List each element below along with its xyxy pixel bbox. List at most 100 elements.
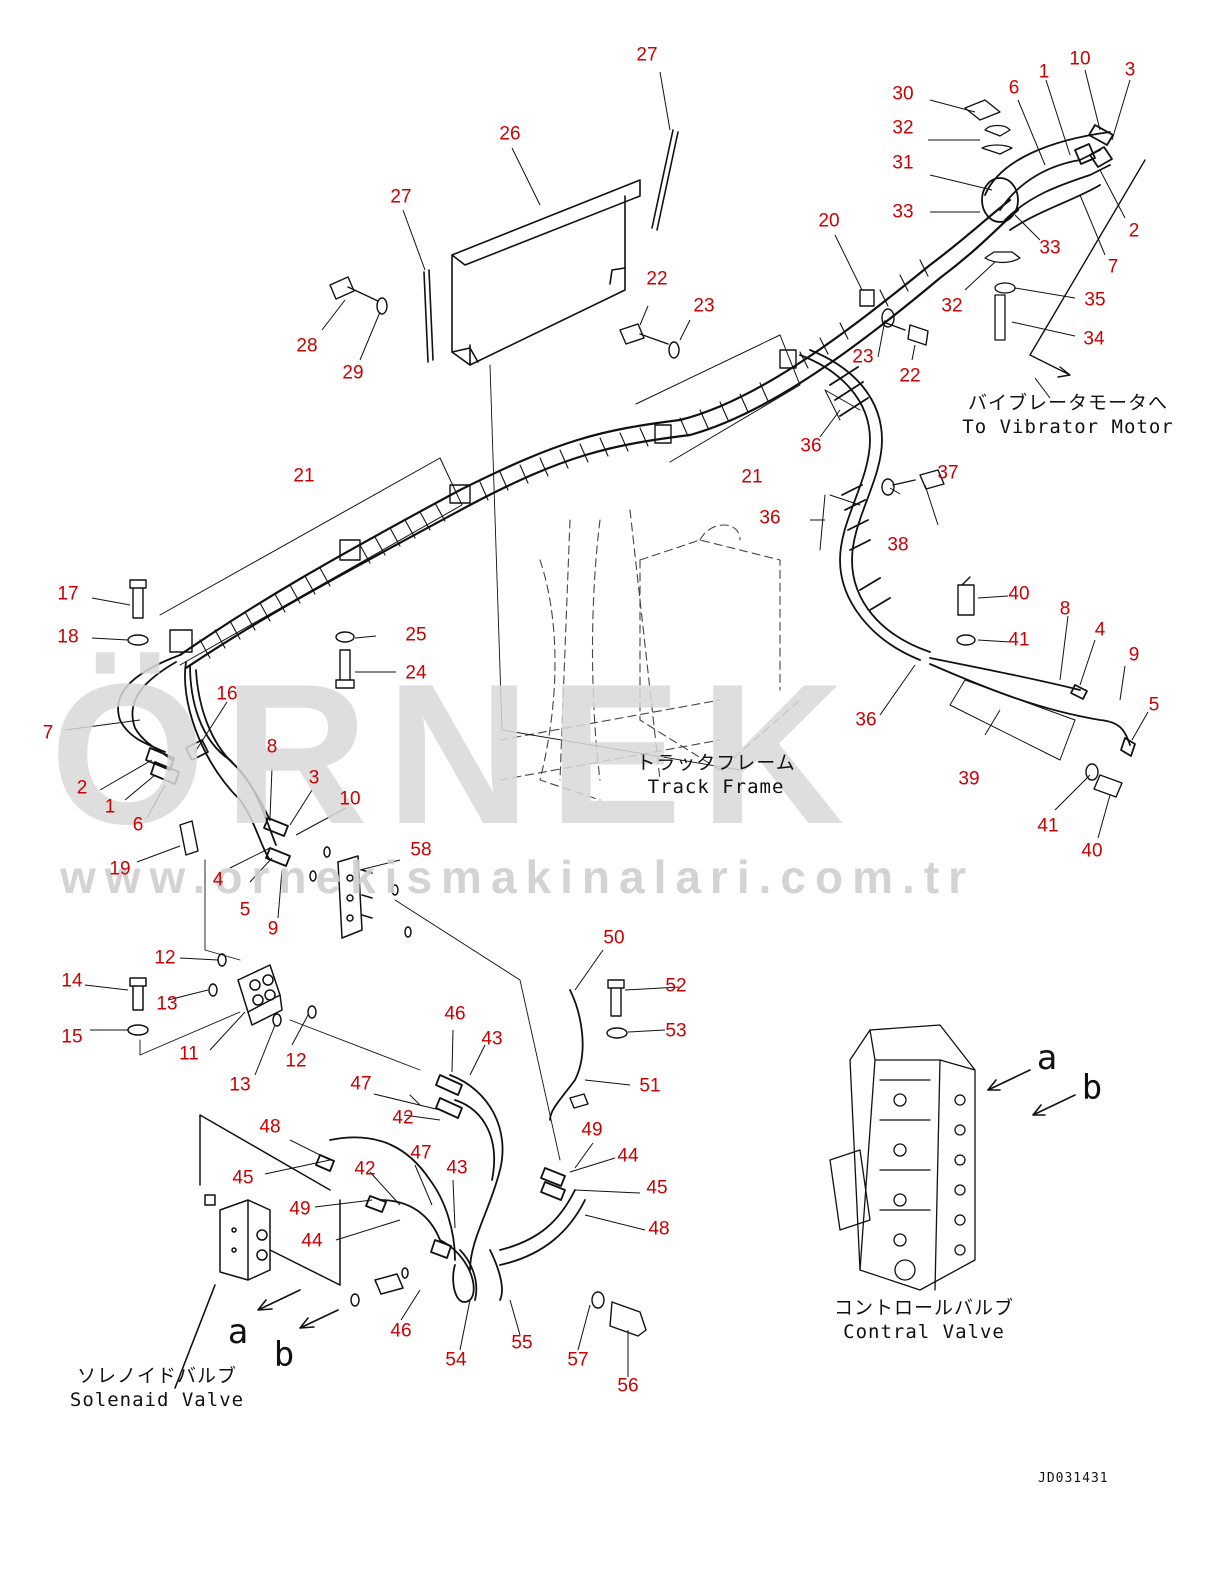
track-frame-outline xyxy=(499,509,801,801)
port-letter-a-left: a xyxy=(227,1312,249,1352)
label-leaders xyxy=(64,69,1149,1377)
part-label: 9 xyxy=(1128,644,1140,666)
part-label: 15 xyxy=(61,1026,83,1048)
part-label: 53 xyxy=(665,1020,687,1042)
left-hoses xyxy=(117,654,291,867)
fitting-block-58 xyxy=(309,846,412,939)
part-label: 14 xyxy=(61,970,83,992)
lower-bolts xyxy=(569,979,647,1337)
part-label: 48 xyxy=(648,1218,670,1240)
part-label: 40 xyxy=(1081,840,1103,862)
vibrator-arrow xyxy=(1029,159,1146,378)
part-label: 6 xyxy=(1008,77,1020,99)
part-label: 28 xyxy=(296,335,318,357)
part-label: 55 xyxy=(511,1332,533,1354)
part-label: 16 xyxy=(216,683,238,705)
part-label: 1 xyxy=(104,796,116,818)
part-label: 32 xyxy=(892,117,914,139)
hose-clamps xyxy=(169,289,875,653)
bolts-right xyxy=(881,469,1123,798)
control-valve-caption: コントロールバルブ Contral Valve xyxy=(834,1297,1014,1345)
part-label: 19 xyxy=(109,858,131,880)
right-branch-hose xyxy=(799,349,1136,757)
part-label: 2 xyxy=(1128,220,1140,242)
port-letter-a-right: a xyxy=(1036,1038,1058,1078)
part-label: 29 xyxy=(342,362,364,384)
control-valve xyxy=(829,1024,976,1291)
part-label: 18 xyxy=(57,626,79,648)
leader-box-36 xyxy=(819,389,861,551)
part-label: 10 xyxy=(339,788,361,810)
main-hose-spiral xyxy=(199,259,929,659)
track-caption-jp: トラックフレーム xyxy=(636,752,796,774)
part-label: 31 xyxy=(892,152,914,174)
part-label: 33 xyxy=(1039,237,1061,259)
part-label: 23 xyxy=(693,295,715,317)
part-label: 23 xyxy=(852,346,874,368)
part-label: 8 xyxy=(266,736,278,758)
part-label: 13 xyxy=(229,1074,251,1096)
part-label: 3 xyxy=(1124,59,1136,81)
bolts-upper xyxy=(329,276,929,359)
part-label: 54 xyxy=(445,1349,467,1371)
part-label: 24 xyxy=(405,662,427,684)
part-label: 41 xyxy=(1008,629,1030,651)
part-label: 49 xyxy=(289,1198,311,1220)
main-hose-bundle xyxy=(178,198,1020,670)
part-label: 1 xyxy=(1038,61,1050,83)
part-label: 10 xyxy=(1069,48,1091,70)
part-label: 52 xyxy=(665,975,687,997)
part-label: 36 xyxy=(855,709,877,731)
part-label: 45 xyxy=(232,1167,254,1189)
part-label: 38 xyxy=(887,534,909,556)
part-label: 39 xyxy=(958,768,980,790)
part-label: 12 xyxy=(154,947,176,969)
part-label: 9 xyxy=(267,918,279,940)
vibrator-caption-en: To Vibrator Motor xyxy=(962,415,1174,438)
part-label: 41 xyxy=(1037,815,1059,837)
part-label: 42 xyxy=(354,1158,376,1180)
part-label: 36 xyxy=(759,507,781,529)
part-label: 44 xyxy=(301,1230,323,1252)
part-label: 6 xyxy=(132,814,144,836)
solenoid-valve-caption: ソレノイドバルブ Solenaid Valve xyxy=(70,1365,244,1413)
part-label: 12 xyxy=(285,1050,307,1072)
part-label: 43 xyxy=(481,1028,503,1050)
port-arrows xyxy=(174,1069,1076,1389)
part-label: 34 xyxy=(1083,328,1105,350)
part-label: 5 xyxy=(1148,694,1160,716)
leader-box-21-right xyxy=(635,334,801,463)
watermark-url: www.ornekismakinalari.com.tr xyxy=(60,851,975,903)
part-label: 46 xyxy=(390,1320,412,1342)
part-label: 4 xyxy=(1094,619,1106,641)
part-label: 22 xyxy=(899,365,921,387)
part-label: 30 xyxy=(892,83,914,105)
control-caption-en: Contral Valve xyxy=(843,1320,1005,1343)
leader-box-21-left xyxy=(159,457,463,666)
part-label: 22 xyxy=(646,268,668,290)
part-label: 51 xyxy=(639,1075,661,1097)
part-label: 49 xyxy=(581,1119,603,1141)
part-label: 7 xyxy=(1107,256,1119,278)
clamp-parts-30-32 xyxy=(964,99,1021,341)
part-label: 35 xyxy=(1084,289,1106,311)
part-label: 57 xyxy=(567,1349,589,1371)
part-label: 21 xyxy=(741,466,763,488)
control-caption-jp: コントロールバルブ xyxy=(833,1297,1015,1319)
rod-27-left xyxy=(423,269,434,363)
part-label: 56 xyxy=(617,1375,639,1397)
track-frame-caption: トラックフレーム Track Frame xyxy=(636,752,795,800)
part-label: 32 xyxy=(941,295,963,317)
part-label: 21 xyxy=(293,465,315,487)
part-label: 58 xyxy=(410,839,432,861)
rod-27-right xyxy=(651,129,679,231)
part-label: 11 xyxy=(179,1043,199,1065)
solenoid-caption-jp: ソレノイドバルブ xyxy=(76,1365,237,1387)
part-label: 37 xyxy=(937,462,959,484)
solenoid-caption-en: Solenaid Valve xyxy=(69,1388,245,1411)
lower-hose-bundle xyxy=(315,989,586,1303)
part-label: 2 xyxy=(76,777,88,799)
vibrator-motor-caption: バイブレータモータへ To Vibrator Motor xyxy=(962,392,1173,440)
left-bolts xyxy=(127,579,355,856)
